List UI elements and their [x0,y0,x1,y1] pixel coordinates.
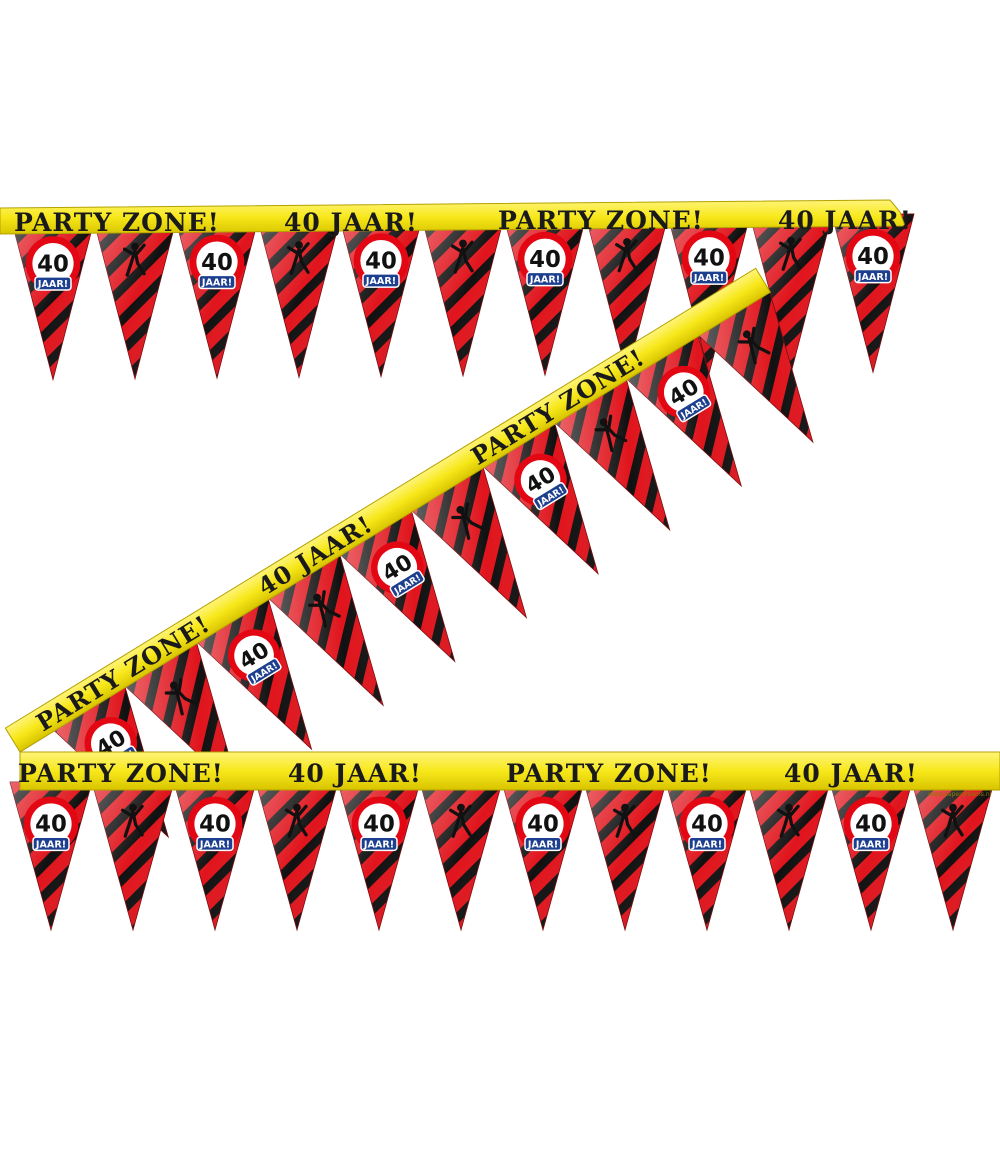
top-garland-tape: PARTY ZONE! 40 JAAR! PARTY ZONE! 40 JAAR… [0,199,912,237]
sign-label: JAAR! [199,840,230,851]
sign-number: 40 [691,812,723,838]
sign-label: JAAR! [855,840,886,851]
sign-label: JAAR! [527,840,558,851]
tape-label-party-zone: PARTY ZONE! [14,208,220,237]
tape-label-party-zone: PARTY ZONE! [18,759,224,788]
tape-label-40-jaar: 40 JAAR! [784,759,918,788]
sign-number: 40 [199,812,231,838]
sign-number: 40 [35,812,67,838]
sign-label: JAAR! [35,840,66,851]
tape-label-40-jaar: 40 JAAR! [778,206,912,235]
bottom-garland-flags: 40JAAR!40JAAR!40JAAR!40JAAR!40JAAR!40JAA… [9,781,995,932]
sign-number: 40 [527,812,559,838]
sign-number: 40 [365,248,397,274]
sign-number: 40 [201,250,233,276]
pennant-flag [257,218,341,380]
pennant-flag [747,781,831,932]
sign-label: JAAR! [363,840,394,851]
tape-label-40-jaar: 40 JAAR! [284,208,418,237]
sign-label: JAAR! [693,273,724,284]
sign-number: 40 [855,812,887,838]
sign-label: JAAR! [37,279,68,290]
sign-number: 40 [529,247,561,273]
sign-label: JAAR! [691,840,722,851]
tape-label-40-jaar: 40 JAAR! [288,759,422,788]
sign-number: 40 [857,244,889,270]
pennant-flag [421,217,505,378]
sign-number: 40 [363,812,395,838]
brand-mark: www.paperdreams.nl [928,791,992,798]
tape-label-party-zone: PARTY ZONE! [498,206,704,235]
sign-label: JAAR! [201,278,232,289]
pennant-flag [419,781,503,932]
sign-number: 40 [37,251,69,277]
sign-label: JAAR! [529,275,560,286]
sign-label: JAAR! [365,276,396,287]
pennant-flag [255,781,339,932]
pennant-flag [93,220,177,381]
top-garland-flags: 40JAAR!40JAAR!40JAAR!40JAAR!40JAAR!40JAA… [11,213,915,382]
pennant-flag [583,781,667,932]
sign-label: JAAR! [857,272,888,283]
pennant-flag [91,781,175,932]
tape-label-party-zone: PARTY ZONE! [506,759,712,788]
bottom-garland-tape: PARTY ZONE! 40 JAAR! PARTY ZONE! 40 JAAR… [18,751,1000,798]
sign-number: 40 [693,245,725,271]
pennant-flag [911,781,995,932]
